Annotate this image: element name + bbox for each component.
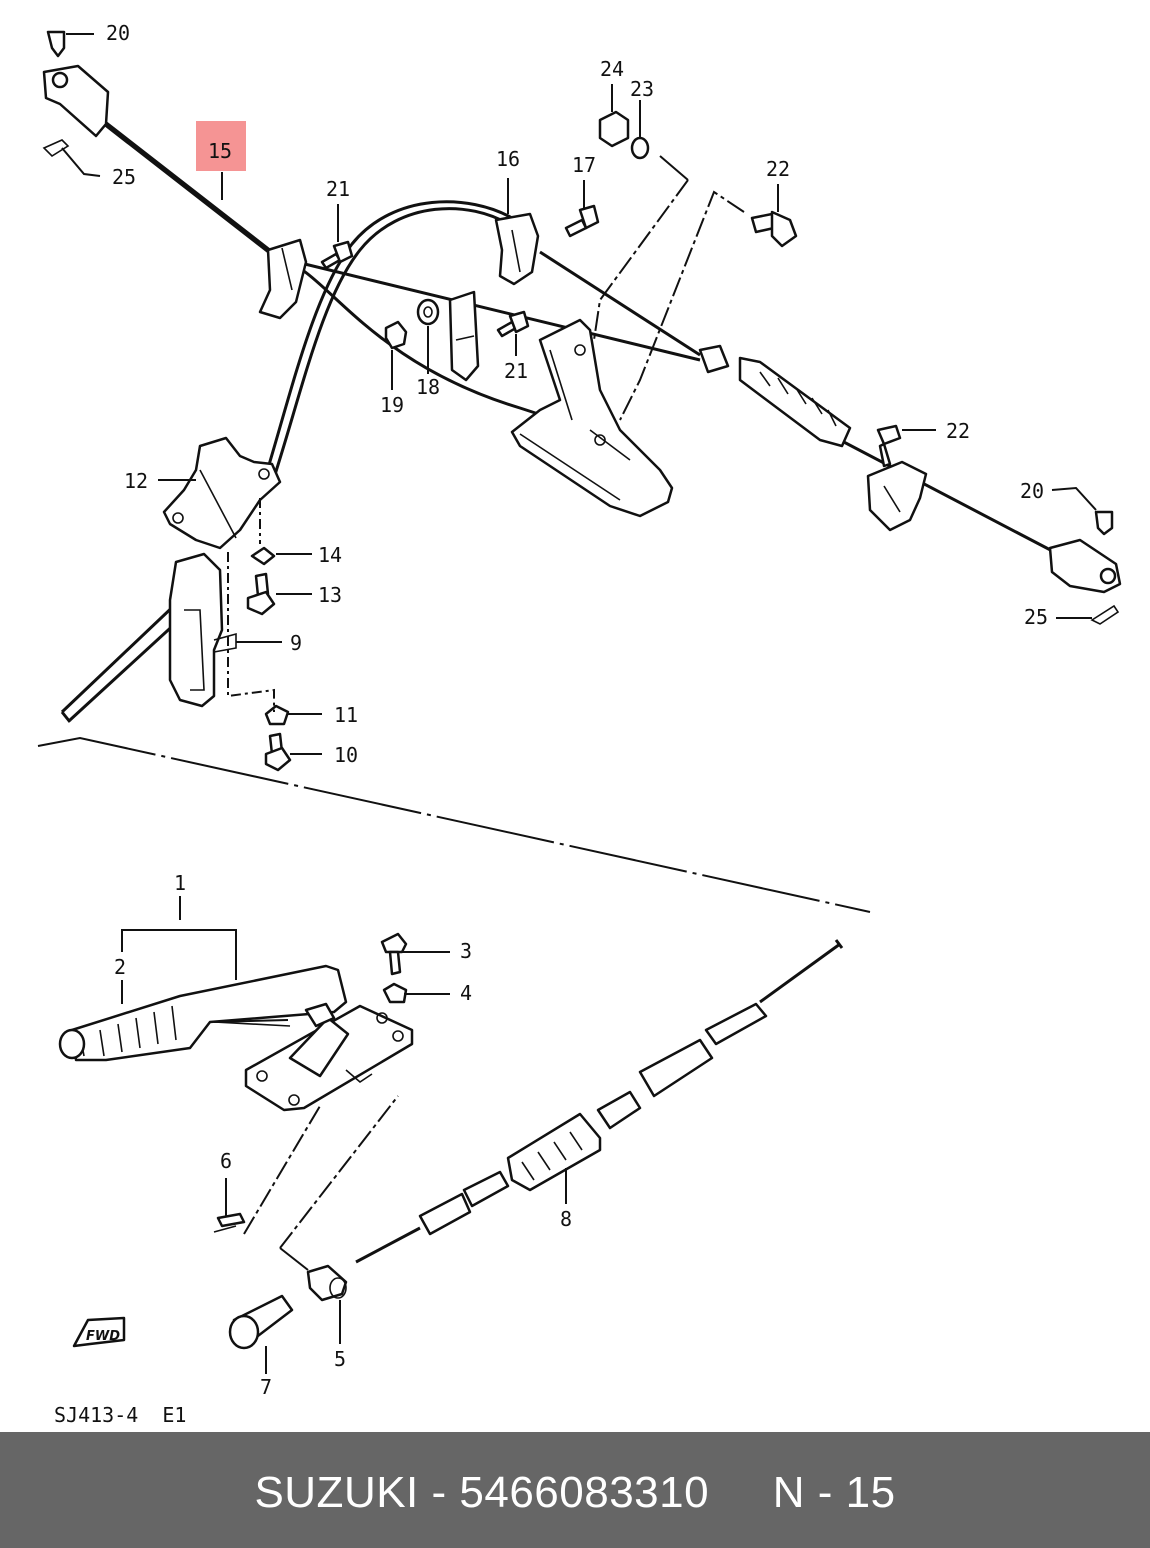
- callout-22-lower: 22: [946, 419, 970, 443]
- callout-25-right: 25: [1024, 605, 1048, 629]
- bolt-10: [264, 732, 292, 772]
- callout-18: 18: [416, 375, 440, 399]
- callout-21-lower: 21: [504, 359, 528, 383]
- callout-22-upper: 22: [766, 157, 790, 181]
- washer-18: [416, 298, 440, 326]
- footer-part-number: SUZUKI - 5466083310 N - 15: [254, 1468, 896, 1517]
- leader-lines-upper: [61, 33, 1097, 755]
- cable-end-fitting-right: [1048, 510, 1122, 625]
- pin-7: [228, 1294, 294, 1350]
- callout-12: 12: [124, 469, 148, 493]
- nut-4: [382, 982, 408, 1004]
- bolt-22-upper: [750, 210, 798, 248]
- callout-11: 11: [334, 703, 358, 727]
- footer-bar: SUZUKI - 5466083310 N - 15: [0, 1432, 1150, 1548]
- cable-end-fitting-left: [42, 30, 110, 158]
- fwd-badge-text: FWD: [86, 1329, 120, 1344]
- callout-23: 23: [630, 77, 654, 101]
- bolt-17: [564, 204, 600, 238]
- highlight-part-15[interactable]: [196, 121, 246, 171]
- bolt-3: [380, 932, 408, 976]
- callout-20-right: 20: [1020, 479, 1044, 503]
- drawing-code: SJ413-4 E1: [54, 1403, 186, 1427]
- callout-4: 4: [460, 981, 472, 1005]
- bracket-18: [448, 290, 480, 382]
- callout-15[interactable]: 15: [208, 139, 232, 163]
- clamp-16: [494, 212, 540, 286]
- parking-brake-lever: [58, 964, 414, 1112]
- clevis-pin-5: [306, 1264, 348, 1302]
- nut-19: [384, 320, 408, 350]
- callout-6: 6: [220, 1149, 232, 1173]
- callout-16: 16: [496, 147, 520, 171]
- callout-3: 3: [460, 939, 472, 963]
- callout-21-upper: 21: [326, 177, 350, 201]
- section-divider-line: [37, 736, 871, 913]
- callout-10: 10: [334, 743, 358, 767]
- washer-23: [630, 136, 650, 160]
- bolt-21-lower: [496, 310, 530, 338]
- callout-8: 8: [560, 1207, 572, 1231]
- bolt-13: [246, 572, 276, 616]
- leader-lines-lower: [121, 896, 567, 1374]
- equalizer-lever: [510, 318, 674, 518]
- callout-9: 9: [290, 631, 302, 655]
- callout-7: 7: [260, 1375, 272, 1399]
- bolt-21-upper: [320, 240, 354, 270]
- bracket-12: [162, 436, 282, 550]
- fwd-badge: FWD: [72, 1316, 126, 1348]
- front-cable-8[interactable]: [355, 939, 844, 1264]
- callout-1: 1: [174, 871, 186, 895]
- callout-14: 14: [318, 543, 342, 567]
- parking-brake-exploded-diagram: FWD 20 25 15 21 16 17 24 23 22 21 19 18 …: [37, 21, 1122, 1427]
- callout-17: 17: [572, 153, 596, 177]
- cable-adjuster-spring: [698, 344, 852, 448]
- callout-19: 19: [380, 393, 404, 417]
- cable-clamp-mid: [258, 238, 308, 320]
- bolt-22-lower: [876, 424, 902, 468]
- clamp-right: [866, 460, 928, 532]
- callout-2: 2: [114, 955, 126, 979]
- callout-24: 24: [600, 57, 624, 81]
- nut-24: [598, 110, 630, 148]
- clip-9: [168, 552, 237, 708]
- callout-20-top: 20: [106, 21, 130, 45]
- washer-14: [250, 546, 276, 566]
- callout-13: 13: [318, 583, 342, 607]
- nut-11: [264, 704, 290, 726]
- pin-6: [213, 1212, 246, 1233]
- callout-labels: 20 25 15 21 16 17 24 23 22 21 19 18 22 2…: [54, 21, 1048, 1427]
- callout-5: 5: [334, 1347, 346, 1371]
- callout-25-top: 25: [112, 165, 136, 189]
